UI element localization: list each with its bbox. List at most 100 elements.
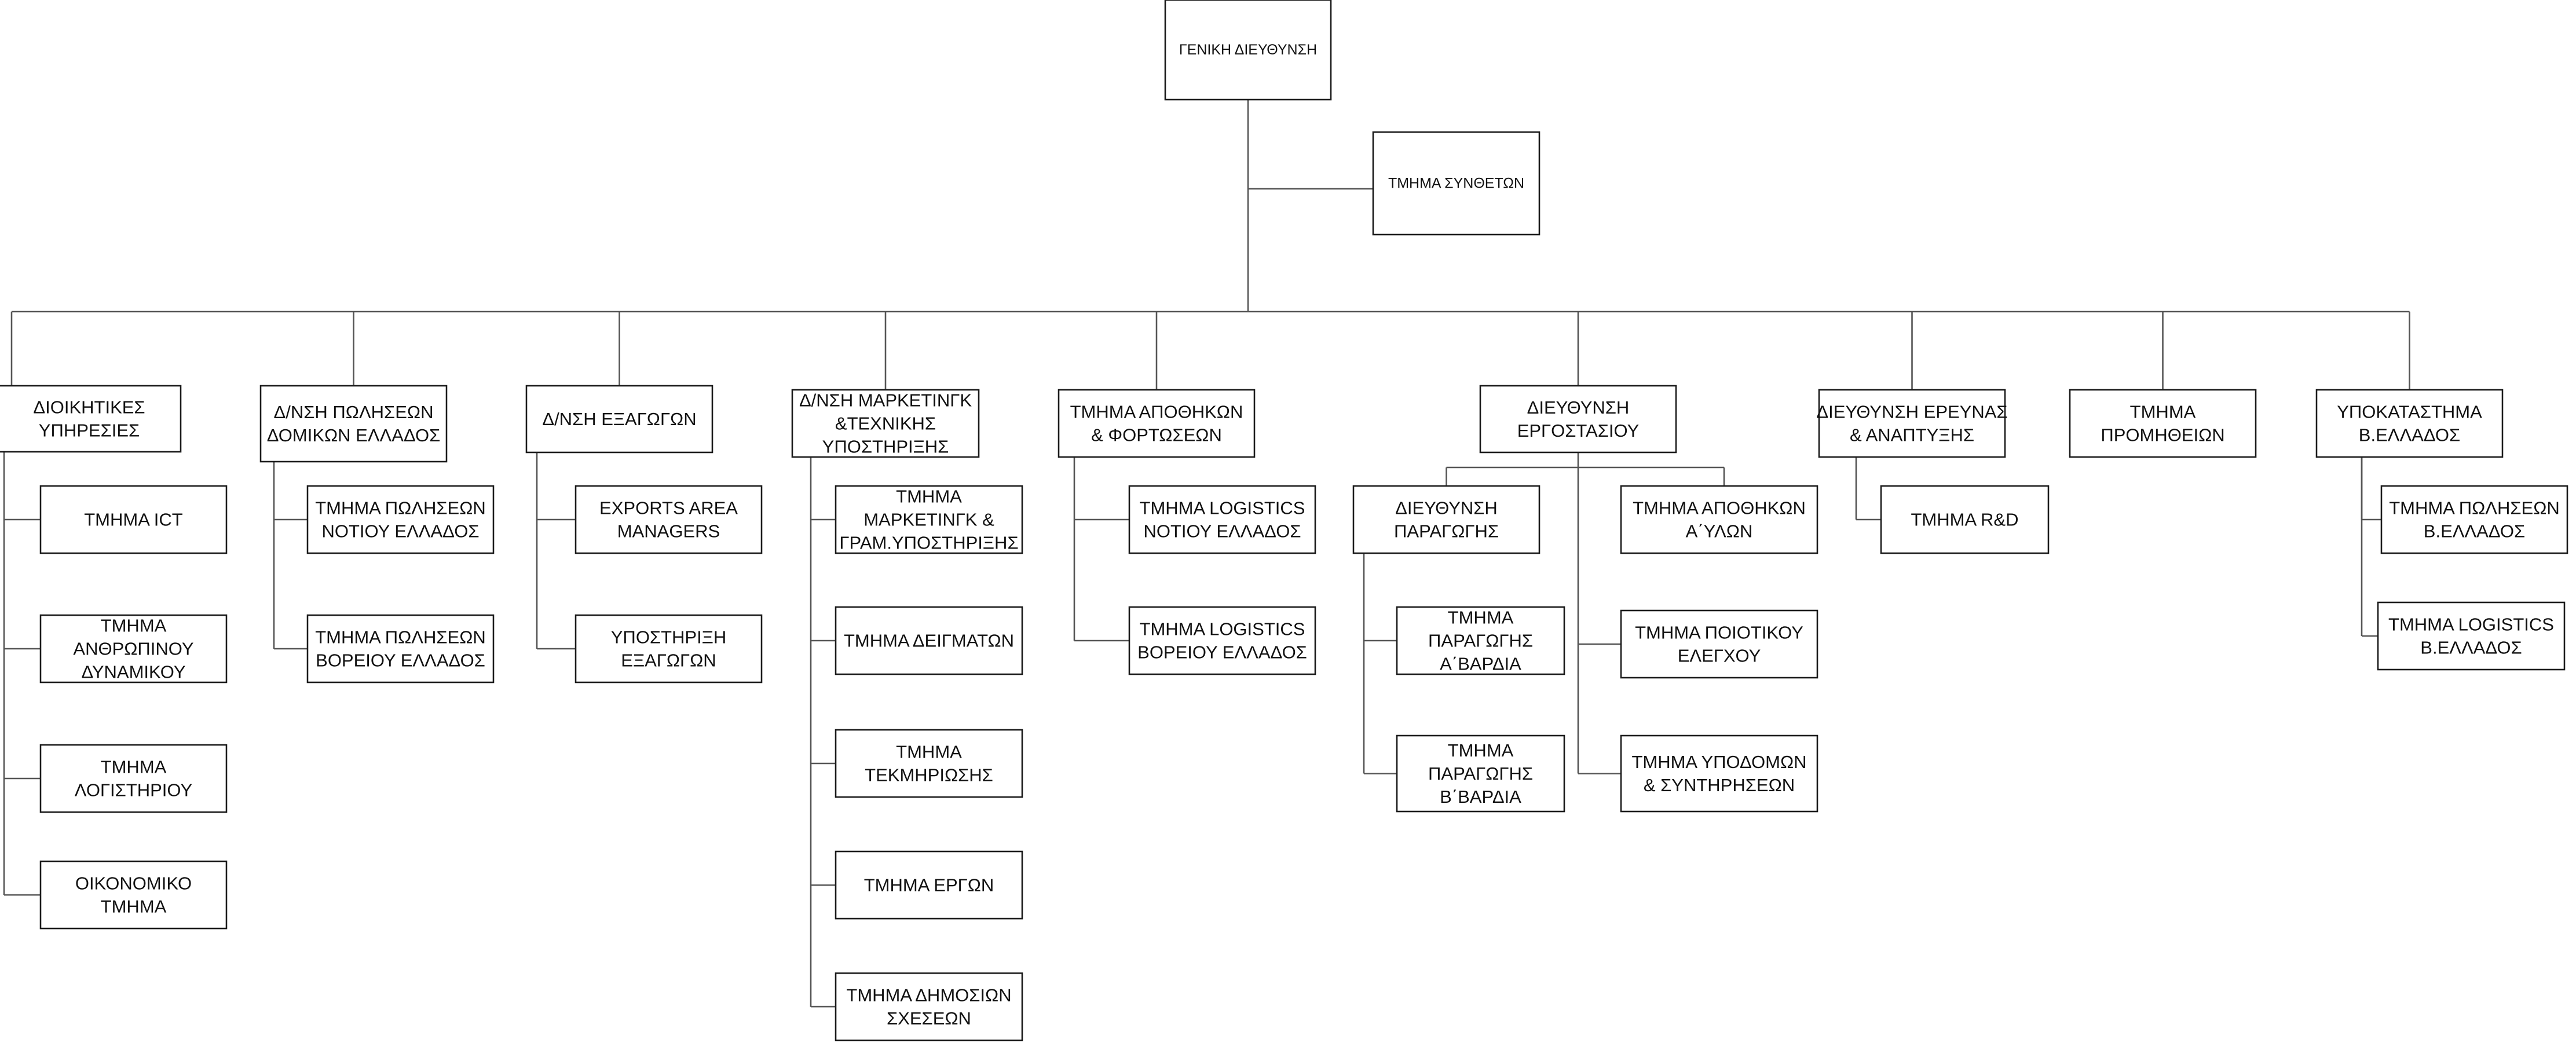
unit-infrastructure-maintenance-label: ΤΜΗΜΑ ΥΠΟΔΟΜΩΝ <box>1631 752 1806 772</box>
unit-warehouses-loading-1-label: ΤΜΗΜΑ LOGISTICS <box>1140 498 1305 518</box>
unit-sales-construction-2-label: ΒΟΡΕΙΟΥ ΕΛΛΑΔΟΣ <box>316 650 485 671</box>
unit-exports-2-label: ΥΠΟΣΤΗΡΙΞΗ <box>611 627 727 648</box>
unit-warehouses-loading-2-frame <box>1128 606 1316 675</box>
division-procurement-label: ΤΜΗΜΑ <box>2130 402 2196 422</box>
division-sales-construction-frame <box>259 385 448 463</box>
unit-production-shift-2-label: ΤΜΗΜΑ <box>1448 740 1514 761</box>
unit-marketing-support-1-frame <box>835 485 1023 554</box>
division-procurement-frame <box>2069 389 2257 458</box>
division-sales-construction-label: Δ/ΝΣΗ ΠΩΛΗΣΕΩΝ <box>274 402 434 422</box>
staff-composites-dept-label: ΤΜΗΜΑ ΣΥΝΘΕΤΩΝ <box>1388 176 1524 192</box>
unit-admin-services-1: ΤΜΗΜΑ ICT <box>39 485 228 554</box>
division-warehouses-loading: ΤΜΗΜΑ ΑΠΟΘΗΚΩΝ & ΦΟΡΤΩΣΕΩΝ <box>1058 389 1256 458</box>
root-general-management: ΓΕΝΙΚΗ ΔΙΕΥΘΥΝΣΗ <box>1164 0 1332 101</box>
division-admin-services-frame <box>0 385 182 453</box>
division-research-development: ΔΙΕΥΘΥΝΣΗ ΕΡΕΥΝΑΣ& ΑΝΑΠΤΥΞΗΣ <box>1816 389 2008 458</box>
unit-warehouses-loading-2-label: ΒΟΡΕΙΟΥ ΕΛΛΑΔΟΣ <box>1137 642 1307 663</box>
unit-exports-1-label: EXPORTS AREA <box>599 498 738 518</box>
unit-admin-services-3-frame <box>39 744 228 813</box>
division-exports-label: Δ/ΝΣΗ ΕΞΑΓΩΓΩΝ <box>542 409 696 429</box>
division-sales-construction: Δ/ΝΣΗ ΠΩΛΗΣΕΩΝ ΔΟΜΙΚΩΝ ΕΛΛΑΔΟΣ <box>259 385 448 463</box>
unit-admin-services-2-label: ΑΝΘΡΩΠΙΝΟΥ <box>73 639 193 659</box>
unit-admin-services-2-label: ΔΥΝΑΜΙΚΟΥ <box>81 662 185 682</box>
unit-marketing-support-4-label: ΤΜΗΜΑ ΕΡΓΩΝ <box>864 875 994 896</box>
unit-quality-control-label: ΤΜΗΜΑ ΠΟΙΟΤΙΚΟΥ <box>1635 623 1803 643</box>
unit-research-development-1-label: ΤΜΗΜΑ R&D <box>1911 510 2019 530</box>
unit-exports-1: EXPORTS AREA MANAGERS <box>575 485 763 554</box>
unit-exports-1-label: MANAGERS <box>617 521 720 542</box>
unit-research-development-1-frame <box>1880 485 2050 554</box>
unit-raw-materials-warehouse-label: Α΄ΥΛΩΝ <box>1686 521 1753 542</box>
unit-marketing-support-2: ΤΜΗΜΑ ΔΕΙΓΜΑΤΩΝ <box>835 606 1023 675</box>
unit-marketing-support-4: ΤΜΗΜΑ ΕΡΓΩΝ <box>835 850 1023 920</box>
division-warehouses-loading-label: ΤΜΗΜΑ ΑΠΟΘΗΚΩΝ <box>1070 402 1243 422</box>
unit-admin-services-2-label: ΤΜΗΜΑ <box>101 616 167 636</box>
unit-admin-services-2-frame <box>39 614 228 684</box>
unit-sales-construction-1-label: ΝΟΤΙΟΥ ΕΛΛΑΔΟΣ <box>322 521 480 542</box>
division-factory-management-frame <box>1479 385 1677 454</box>
factory-production-management-label: ΠΑΡΑΓΩΓΗΣ <box>1394 521 1499 542</box>
division-marketing-support-label: Δ/ΝΣΗ ΜΑΡΚΕΤΙΝΓΚ <box>799 390 972 411</box>
division-factory-management-label: ΔΙΕΥΘΥΝΣΗ <box>1527 397 1630 418</box>
unit-exports-1-frame <box>575 485 763 554</box>
division-sales-construction-label: ΔΟΜΙΚΩΝ ΕΛΛΑΔΟΣ <box>267 425 441 445</box>
unit-exports-2-frame <box>575 614 763 684</box>
unit-quality-control-frame <box>1620 609 1818 679</box>
division-procurement-label: ΠΡΟΜΗΘΕΙΩΝ <box>2101 425 2224 445</box>
unit-production-shift-1-label: ΤΜΗΜΑ <box>1448 608 1514 628</box>
unit-north-branch-1-label: Β.ΕΛΛΑΔΟΣ <box>2424 521 2525 542</box>
unit-production-shift-1-label: ΠΑΡΑΓΩΓΗΣ <box>1428 631 1533 651</box>
unit-production-shift-2-label: Β΄ΒΑΡΔΙΑ <box>1440 787 1521 807</box>
division-warehouses-loading-frame <box>1058 389 1256 458</box>
unit-warehouses-loading-1-frame <box>1128 485 1316 554</box>
division-north-branch: ΥΠΟΚΑΤΑΣΤΗΜΑ Β.ΕΛΛΑΔΟΣ <box>2315 389 2504 458</box>
division-north-branch-frame <box>2315 389 2504 458</box>
division-procurement: ΤΜΗΜΑ ΠΡΟΜΗΘΕΙΩΝ <box>2069 389 2257 458</box>
division-warehouses-loading-label: & ΦΟΡΤΩΣΕΩΝ <box>1091 425 1222 445</box>
connector-lines <box>3 100 2410 1008</box>
division-north-branch-label: ΥΠΟΚΑΤΑΣΤΗΜΑ <box>2337 402 2482 422</box>
unit-marketing-support-3-label: ΤΕΚΜΗΡΙΩΣΗΣ <box>865 765 993 785</box>
unit-marketing-support-2-label: ΤΜΗΜΑ ΔΕΙΓΜΑΤΩΝ <box>844 631 1014 651</box>
unit-north-branch-1-frame <box>2380 485 2568 554</box>
unit-sales-construction-1-frame <box>306 485 495 554</box>
unit-exports-2-label: ΕΞΑΓΩΓΩΝ <box>621 650 716 671</box>
division-marketing-support-label: &ΤΕΧΝΙΚΗΣ <box>835 414 936 434</box>
unit-admin-services-4-label: ΤΜΗΜΑ <box>101 897 167 917</box>
factory-production-management-frame <box>1352 485 1541 554</box>
division-research-development-frame <box>1818 389 2006 458</box>
unit-admin-services-1-label: ΤΜΗΜΑ ICT <box>84 510 183 530</box>
factory-production-management-label: ΔΙΕΥΘΥΝΣΗ <box>1395 498 1498 518</box>
unit-raw-materials-warehouse-frame <box>1620 485 1818 554</box>
unit-admin-services-1-frame <box>39 485 228 554</box>
unit-north-branch-2-frame <box>2377 601 2566 671</box>
unit-marketing-support-5-label: ΣΧΕΣΕΩΝ <box>887 1008 971 1029</box>
unit-admin-services-3-label: ΤΜΗΜΑ <box>101 757 167 777</box>
unit-admin-services-3-label: ΛΟΓΙΣΤΗΡΙΟΥ <box>75 780 192 801</box>
unit-admin-services-3: ΤΜΗΜΑ ΛΟΓΙΣΤΗΡΙΟΥ <box>39 744 228 813</box>
division-admin-services-label: ΥΠΗΡΕΣΙΕΣ <box>39 421 140 441</box>
unit-marketing-support-1-label: ΤΜΗΜΑ <box>896 487 962 507</box>
division-exports: Δ/ΝΣΗ ΕΞΑΓΩΓΩΝ <box>525 385 713 454</box>
staff-composites-dept-frame <box>1372 131 1541 236</box>
division-factory-management-label: ΕΡΓΟΣΤΑΣΙΟΥ <box>1517 421 1640 441</box>
unit-marketing-support-2-frame <box>835 606 1023 675</box>
division-research-development-label: & ΑΝΑΠΤΥΞΗΣ <box>1850 425 1974 445</box>
division-north-branch-label: Β.ΕΛΛΑΔΟΣ <box>2359 425 2460 445</box>
staff-composites-dept: ΤΜΗΜΑ ΣΥΝΘΕΤΩΝ <box>1372 131 1541 236</box>
unit-north-branch-2-label: ΤΜΗΜΑ LOGISTICS <box>2388 615 2554 635</box>
